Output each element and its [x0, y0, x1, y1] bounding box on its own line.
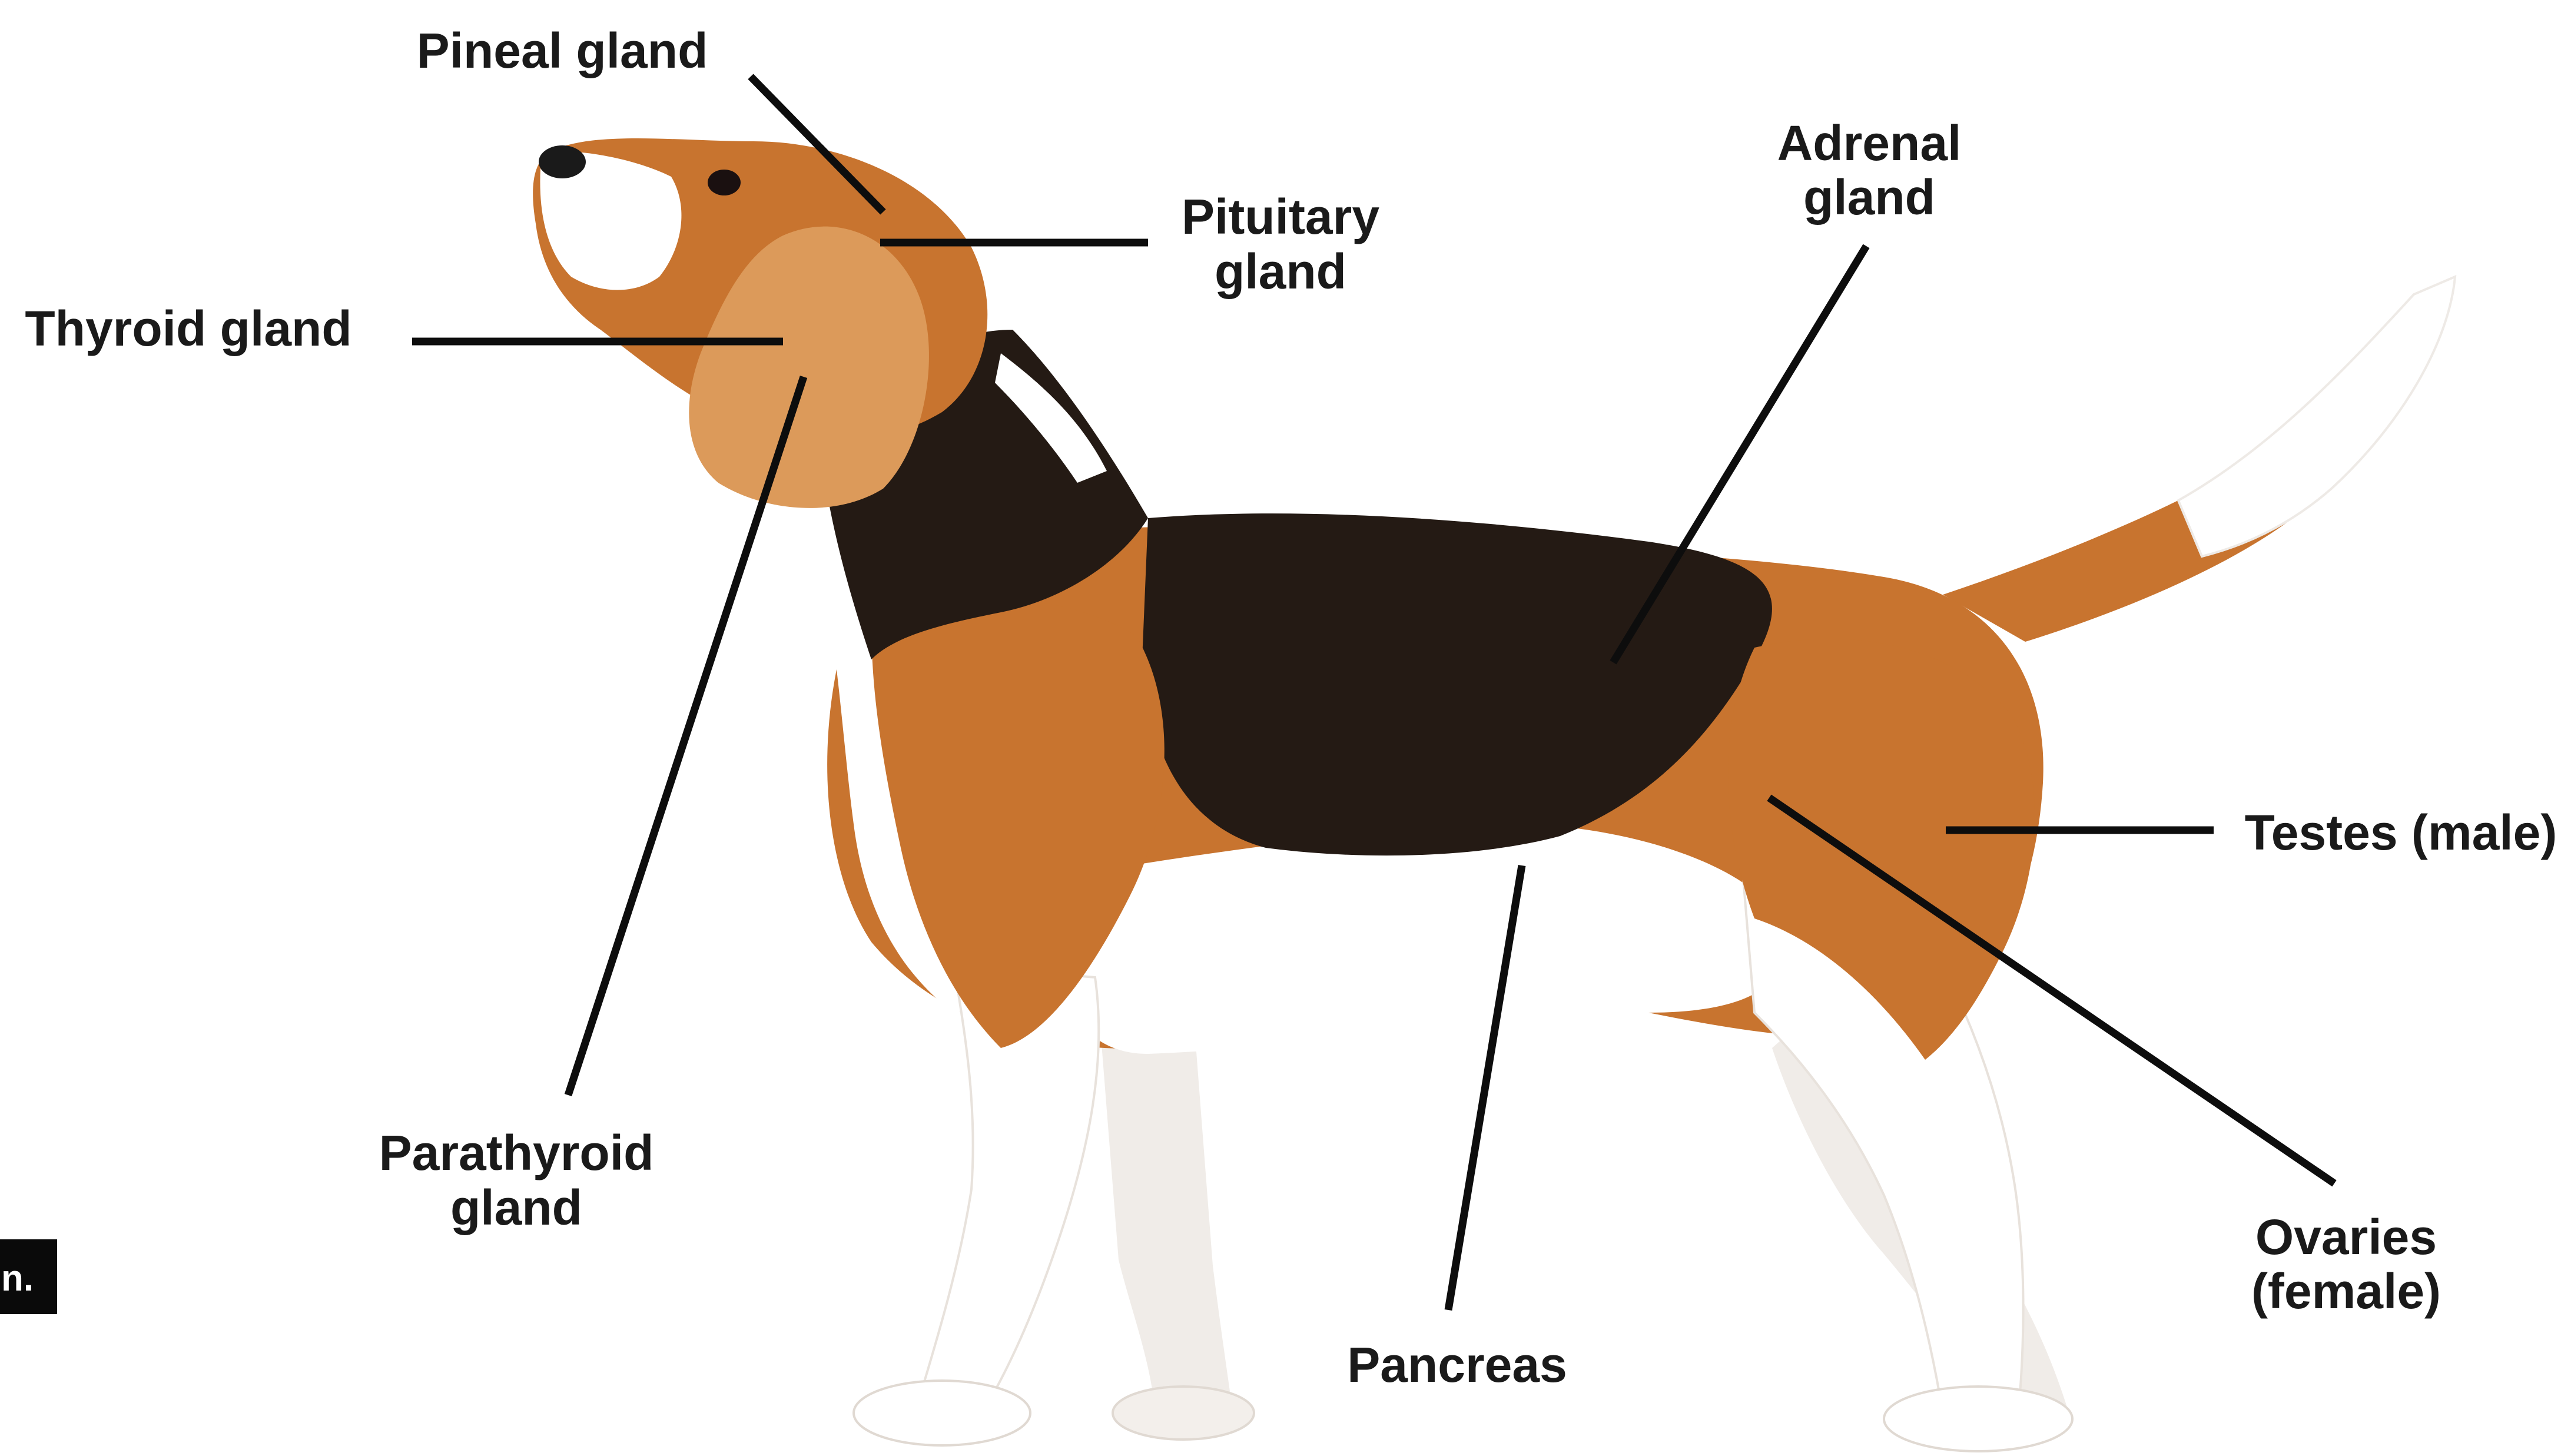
front-far-paw	[1113, 1387, 1254, 1440]
corner-tag-text: n.	[1, 1258, 34, 1299]
far-front-leg	[1101, 1036, 1230, 1401]
label-testes: Testes (male)	[2245, 805, 2557, 860]
label-adrenal-line1: Adrenal	[1777, 115, 1962, 171]
label-thyroid: Thyroid gland	[25, 301, 351, 356]
beagle-illustration	[533, 138, 2455, 1451]
label-pituitary-line1: Pituitary	[1182, 189, 1379, 244]
label-ovaries-line2: (female)	[2251, 1263, 2441, 1319]
label-parathyroid-line1: Parathyroid	[379, 1125, 654, 1180]
nose	[539, 145, 586, 178]
leader-parathyroid	[568, 377, 804, 1095]
eye	[708, 170, 741, 195]
label-pituitary-line2: gland	[1215, 244, 1346, 299]
corner-tag: n.	[0, 1239, 57, 1314]
hind-paw	[1884, 1387, 2072, 1451]
label-pineal: Pineal gland	[417, 23, 708, 78]
label-adrenal-line2: gland	[1803, 170, 1935, 225]
tail-tip	[2178, 277, 2455, 556]
label-parathyroid-line2: gland	[450, 1180, 582, 1235]
label-pancreas: Pancreas	[1347, 1337, 1567, 1392]
front-paw	[854, 1381, 1030, 1445]
label-ovaries-line1: Ovaries	[2255, 1209, 2437, 1265]
